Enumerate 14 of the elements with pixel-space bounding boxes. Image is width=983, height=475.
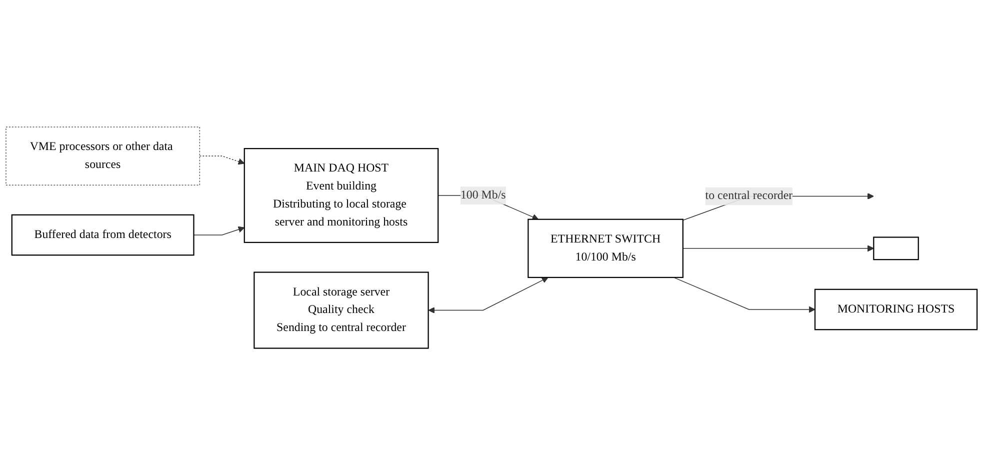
process-box: VME processors or other data sources — [6, 126, 200, 186]
process-box: Local storage server Quality check Sending to central recorder — [254, 272, 429, 349]
arrow — [428, 277, 548, 314]
process-box — [873, 236, 919, 260]
edge-label: 100 Mb/s — [460, 186, 506, 204]
arrow — [673, 276, 816, 313]
process-box: MONITORING HOSTS — [814, 288, 978, 330]
arrow — [199, 156, 245, 165]
process-box: Buffered data from detectors — [11, 214, 194, 256]
arrow — [682, 245, 874, 252]
process-box: ETHERNET SWITCH 10/100 Mb/s — [528, 218, 684, 278]
process-box: MAIN DAQ HOST Event building Distributing to local storage server and monitoring hosts — [244, 148, 439, 243]
edge-label: to central recorder — [705, 187, 793, 206]
arrow — [193, 226, 245, 236]
